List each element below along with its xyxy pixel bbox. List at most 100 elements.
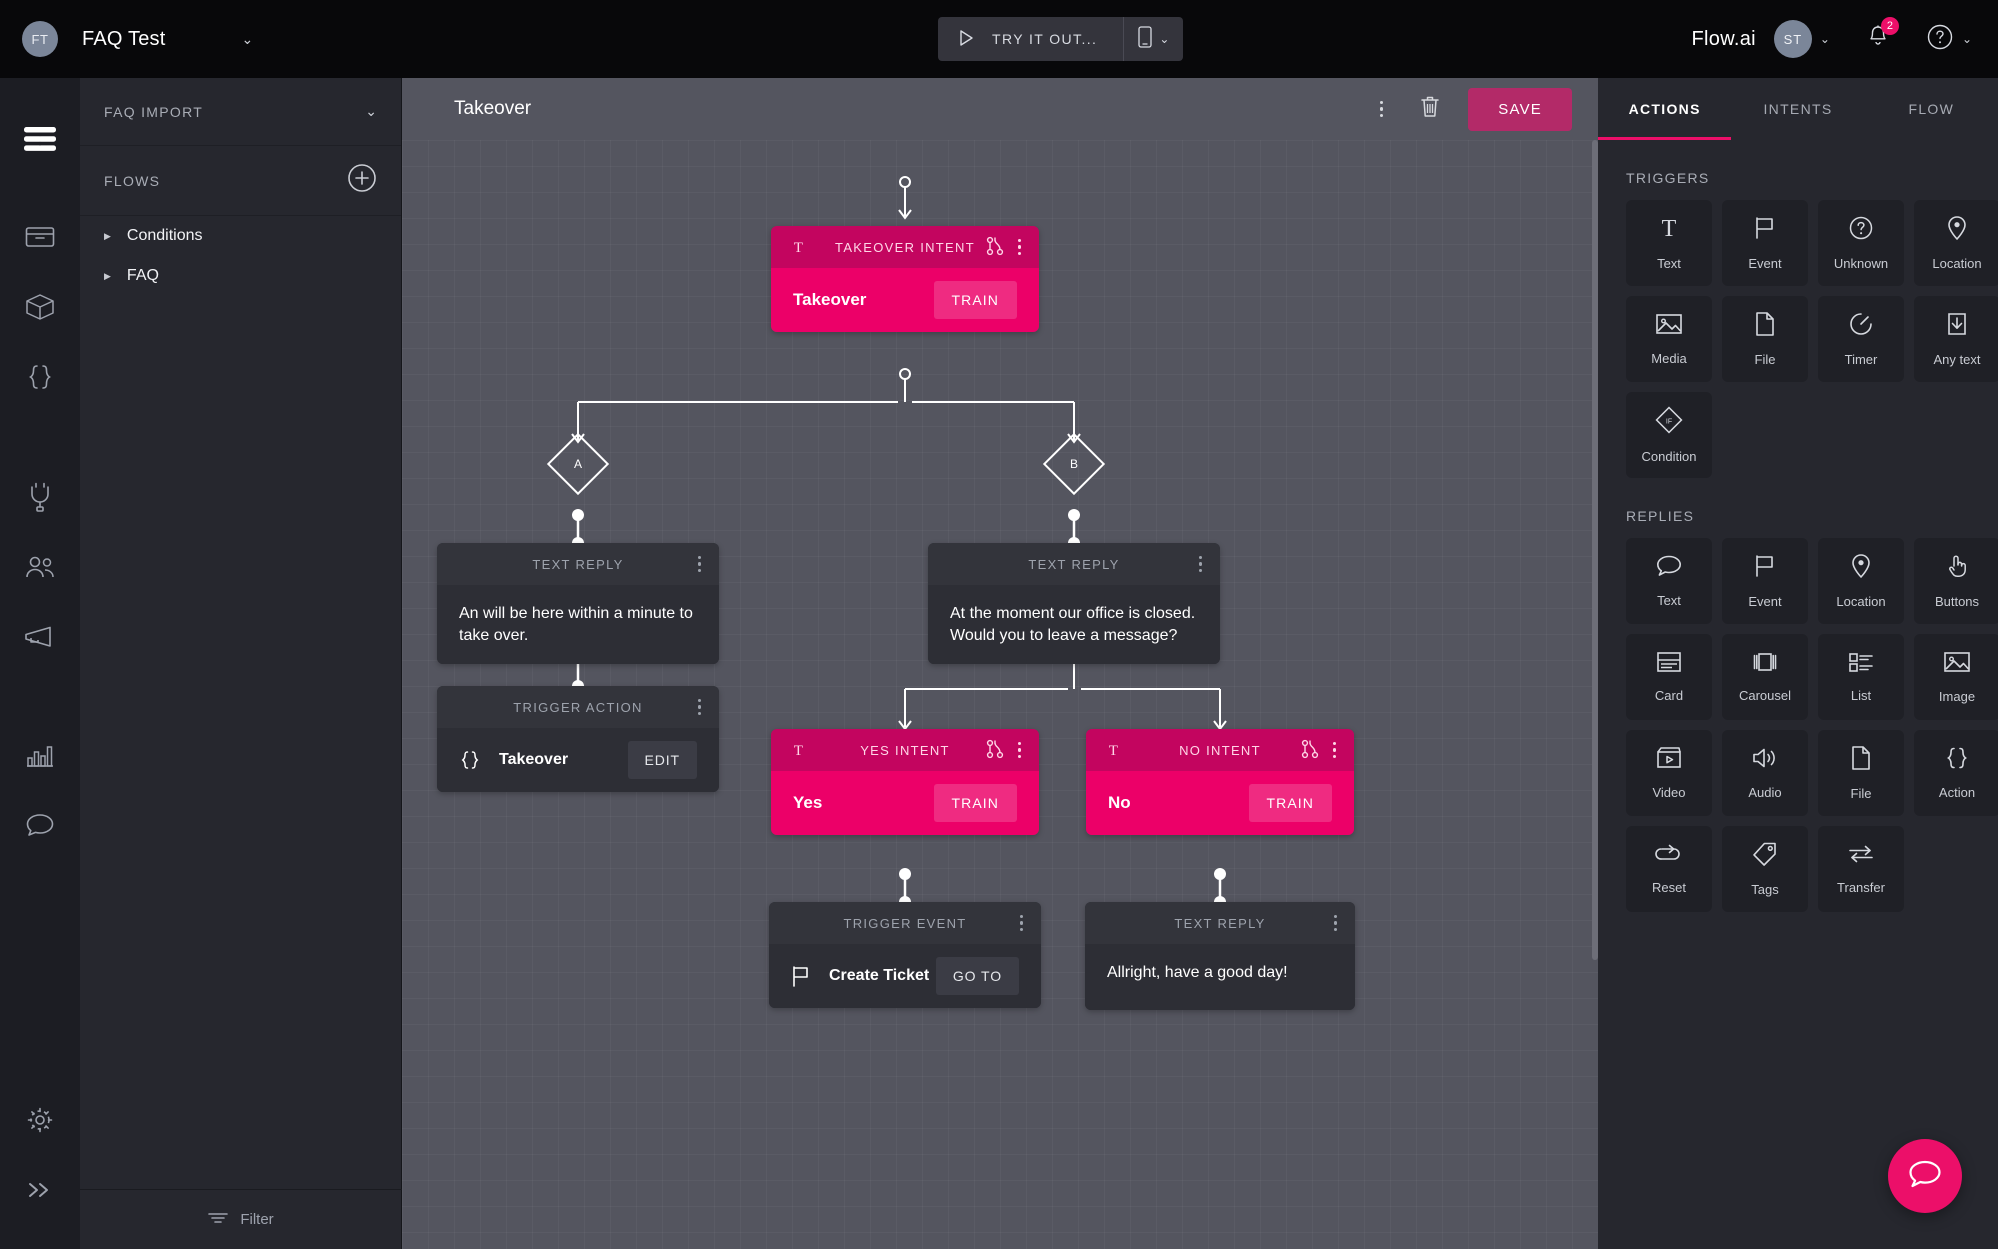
reply-reset[interactable]: Reset <box>1626 826 1712 912</box>
text-trigger-icon: T <box>1106 742 1122 758</box>
reply-action[interactable]: Action <box>1914 730 1998 816</box>
reply-label: List <box>1850 688 1872 703</box>
trigger-timer[interactable]: Timer <box>1818 296 1904 382</box>
branch-marker-a[interactable]: A <box>546 432 610 496</box>
tab-actions[interactable]: ACTIONS <box>1598 78 1732 140</box>
node-trigger-action[interactable]: TRIGGER ACTION Takeover EDIT <box>437 686 719 792</box>
trigger-text[interactable]: T Text <box>1626 200 1712 286</box>
reply-buttons[interactable]: Buttons <box>1914 538 1998 624</box>
edit-button[interactable]: EDIT <box>627 741 697 779</box>
more-vertical-icon[interactable] <box>1195 552 1207 577</box>
trigger-event[interactable]: Event <box>1722 200 1808 286</box>
trigger-file[interactable]: File <box>1722 296 1808 382</box>
trigger-condition[interactable]: IF Condition <box>1626 392 1712 478</box>
rail-item-integrations[interactable] <box>0 464 80 534</box>
reply-carousel[interactable]: Carousel <box>1722 634 1808 720</box>
canvas-scrollbar[interactable] <box>1592 140 1598 960</box>
try-it-out-button[interactable]: TRY IT OUT... <box>938 17 1124 61</box>
more-vertical-icon[interactable] <box>1330 911 1342 936</box>
rail-item-expand[interactable] <box>0 1157 80 1227</box>
reply-label: Buttons <box>1934 594 1980 609</box>
trigger-label: Text <box>1657 256 1681 271</box>
more-vertical-icon[interactable] <box>694 552 706 577</box>
node-trigger-event[interactable]: TRIGGER EVENT Create Ticket GO TO <box>769 902 1041 1008</box>
filter-bar[interactable]: Filter <box>80 1189 402 1249</box>
train-button[interactable]: TRAIN <box>933 784 1017 822</box>
trigger-any-text[interactable]: Any text <box>1914 296 1998 382</box>
top-bar: FT FAQ Test ⌄ TRY IT OUT... ⌄ Flow.ai ST… <box>0 0 1998 78</box>
node-body: At the moment our office is closed. Woul… <box>928 585 1220 665</box>
node-yes-intent[interactable]: T YES INTENT Yes TRAIN <box>771 729 1039 835</box>
node-text-reply-no[interactable]: TEXT REPLY Allright, have a good day! <box>1085 902 1355 1010</box>
trigger-location[interactable]: Location <box>1914 200 1998 286</box>
reply-image[interactable]: Image <box>1914 634 1998 720</box>
flow-tree-item-conditions[interactable]: ▶ Conditions <box>80 216 401 256</box>
rail-item-users[interactable] <box>0 534 80 604</box>
node-header: TEXT REPLY <box>437 543 719 585</box>
more-vertical-icon[interactable] <box>1329 738 1341 763</box>
flow-tree-item-faq[interactable]: ▶ FAQ <box>80 256 401 296</box>
more-vertical-icon[interactable] <box>1014 235 1026 260</box>
delete-flow-button[interactable] <box>1404 86 1456 132</box>
notifications-button[interactable]: 2 <box>1866 16 1899 55</box>
rail-item-broadcast[interactable] <box>0 604 80 674</box>
node-body: Allright, have a good day! <box>1085 944 1355 1010</box>
reply-text[interactable]: Text <box>1626 538 1712 624</box>
more-vertical-icon[interactable] <box>694 695 706 720</box>
reply-location[interactable]: Location <box>1818 538 1904 624</box>
avatar[interactable]: ST <box>1773 20 1812 58</box>
device-selector[interactable]: ⌄ <box>1123 17 1184 61</box>
pointer-hand-icon <box>1945 553 1969 584</box>
help-chevron-down-icon[interactable]: ⌄ <box>1961 32 1972 46</box>
node-takeover-intent[interactable]: T TAKEOVER INTENT Takeover TRAIN <box>771 226 1039 332</box>
train-button[interactable]: TRAIN <box>933 281 1017 319</box>
rail-item-box[interactable] <box>0 274 80 344</box>
tab-flow[interactable]: FLOW <box>1908 101 1955 117</box>
canvas-more-button[interactable] <box>1358 86 1404 132</box>
reply-video[interactable]: Video <box>1626 730 1712 816</box>
reply-event[interactable]: Event <box>1722 538 1808 624</box>
go-to-button[interactable]: GO TO <box>935 957 1019 995</box>
user-chevron-down-icon[interactable]: ⌄ <box>1819 32 1830 46</box>
reply-tags[interactable]: Tags <box>1722 826 1808 912</box>
trigger-unknown[interactable]: Unknown <box>1818 200 1904 286</box>
branch-marker-b[interactable]: B <box>1042 432 1106 496</box>
rail-bottom-group <box>0 1087 80 1249</box>
chevron-right-icon[interactable]: ▶ <box>104 270 111 281</box>
trigger-label: Timer <box>1844 352 1878 367</box>
chat-support-fab[interactable] <box>1888 1139 1962 1213</box>
node-no-intent[interactable]: T NO INTENT No TRAIN <box>1086 729 1354 835</box>
rail-item-settings[interactable] <box>0 1087 80 1157</box>
code-braces-icon <box>1944 746 1970 775</box>
flow-canvas[interactable]: T TAKEOVER INTENT Takeover TRAIN A B <box>402 140 1598 1249</box>
reply-transfer[interactable]: Transfer <box>1818 826 1904 912</box>
branch-fork-icon[interactable] <box>986 236 1004 259</box>
node-body-label: Create Ticket <box>829 967 930 984</box>
rail-item-analytics[interactable] <box>0 722 80 792</box>
rail-item-inbox[interactable] <box>0 204 80 274</box>
reply-card[interactable]: Card <box>1626 634 1712 720</box>
flows-panel-header[interactable]: FAQ IMPORT ⌄ <box>80 78 401 146</box>
add-flow-button[interactable] <box>347 163 377 198</box>
reply-list[interactable]: List <box>1818 634 1904 720</box>
tab-intents[interactable]: INTENTS <box>1763 101 1833 117</box>
more-vertical-icon[interactable] <box>1016 911 1028 936</box>
branch-fork-icon[interactable] <box>986 739 1004 762</box>
more-vertical-icon[interactable] <box>1014 738 1026 763</box>
reply-audio[interactable]: Audio <box>1722 730 1808 816</box>
node-body: No TRAIN <box>1086 771 1354 835</box>
node-text-reply-b[interactable]: TEXT REPLY At the moment our office is c… <box>928 543 1220 665</box>
branch-fork-icon[interactable] <box>1301 739 1319 762</box>
rail-item-code[interactable] <box>0 344 80 414</box>
project-chevron-down-icon[interactable]: ⌄ <box>241 30 254 47</box>
save-button[interactable]: SAVE <box>1468 87 1572 131</box>
flows-panel-chevron-down-icon[interactable]: ⌄ <box>365 103 377 119</box>
train-button[interactable]: TRAIN <box>1248 784 1332 822</box>
trigger-media[interactable]: Media <box>1626 296 1712 382</box>
help-button[interactable]: ⌄ <box>1926 23 1972 56</box>
chevron-right-icon[interactable]: ▶ <box>104 230 111 241</box>
node-text-reply-a[interactable]: TEXT REPLY An will be here within a minu… <box>437 543 719 665</box>
rail-item-chat[interactable] <box>0 792 80 862</box>
rail-item-flows[interactable] <box>0 106 80 176</box>
reply-file[interactable]: File <box>1818 730 1904 816</box>
